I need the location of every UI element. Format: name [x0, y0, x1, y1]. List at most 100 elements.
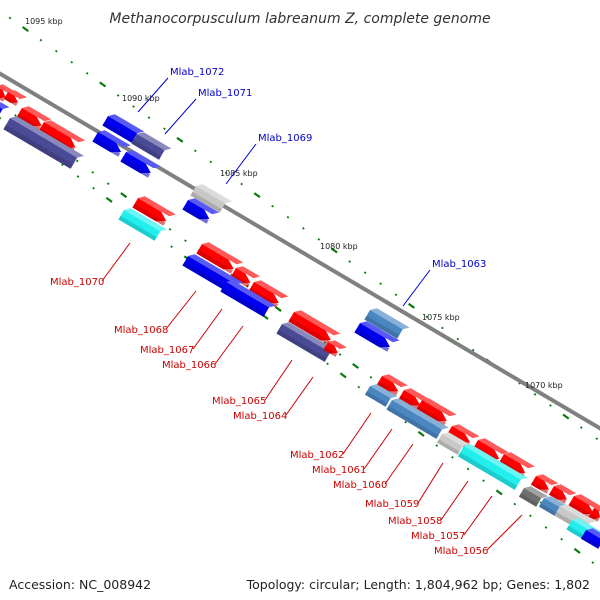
major-tick [274, 306, 282, 312]
gene-top-face [188, 254, 244, 285]
gene-feature [518, 486, 549, 507]
gene-top-face [0, 84, 15, 94]
gene-top-face [8, 90, 27, 100]
gene-shadow [3, 96, 18, 106]
minor-tick [92, 186, 95, 190]
gene-top-face [124, 208, 168, 232]
gene-label-top[interactable]: Mlab_1071 [198, 88, 252, 99]
genome-backbone [0, 71, 600, 431]
gene-label-bottom[interactable]: Mlab_1056 [434, 546, 488, 557]
gene-top-face [370, 308, 410, 330]
gene-top-face [22, 106, 52, 122]
minor-tick [91, 171, 95, 174]
gene-shadow [354, 328, 390, 352]
gene-top-face [254, 280, 289, 299]
gene-shadow [518, 493, 539, 507]
minor-tick [471, 348, 475, 352]
gene-label-bottom[interactable]: Mlab_1059 [365, 499, 419, 510]
gene-shadow [323, 346, 338, 357]
gene-top-face [10, 116, 85, 158]
gene-feature [118, 208, 168, 241]
minor-tick [76, 175, 80, 178]
label-leader-line [342, 412, 372, 455]
gene-shadow [102, 121, 134, 143]
gene-top-face [328, 340, 347, 350]
gene-shadow [196, 249, 234, 274]
gene-feature [3, 116, 85, 169]
minor-tick [168, 227, 172, 231]
minor-tick [549, 404, 552, 407]
gene-label-bottom[interactable]: Mlab_1070 [50, 277, 104, 288]
gene-feature [354, 321, 400, 352]
major-tick [105, 196, 113, 203]
gene-feature [190, 184, 233, 213]
gene-shadow [457, 452, 518, 490]
minor-tick [147, 116, 151, 119]
gene-shadow [230, 273, 250, 288]
minor-tick [75, 159, 79, 163]
gene-label-bottom[interactable]: Mlab_1064 [233, 411, 287, 422]
gene-top-face [594, 506, 600, 514]
gene-front-face [568, 496, 594, 515]
minor-tick [363, 271, 367, 274]
gene-feature [580, 528, 600, 549]
gene-feature [548, 484, 577, 504]
gene-label-bottom[interactable]: Mlab_1057 [411, 531, 465, 542]
gene-feature [132, 196, 176, 226]
gene-shadow [580, 535, 600, 549]
gene-label-bottom[interactable]: Mlab_1058 [388, 516, 442, 527]
label-leader-line [402, 269, 431, 307]
gene-feature [538, 496, 567, 516]
gene-top-face [360, 321, 400, 343]
gene-label-top[interactable]: Mlab_1072 [170, 67, 224, 78]
label-leader-line [192, 308, 223, 350]
gene-shadow [182, 205, 209, 224]
gene-feature [92, 130, 131, 157]
gene-feature [364, 308, 410, 339]
minor-tick [369, 375, 373, 379]
label-leader-line [264, 359, 293, 401]
gene-label-bottom[interactable]: Mlab_1062 [290, 450, 344, 461]
gene-front-face [132, 198, 167, 222]
gene-top-face [536, 474, 559, 486]
gene-front-face [196, 244, 234, 270]
minor-tick [317, 238, 321, 241]
gene-front-face [0, 86, 6, 99]
minor-tick [224, 171, 228, 175]
gene-shadow [364, 391, 388, 407]
gene-label-bottom[interactable]: Mlab_1067 [140, 345, 194, 356]
scale-label: 1080 kbp [320, 242, 358, 251]
label-leader-line [384, 443, 414, 485]
gene-shadow [386, 405, 439, 439]
minor-tick [0, 116, 2, 120]
minor-tick [560, 537, 563, 541]
gene-front-face [92, 132, 122, 153]
gene-shadow [398, 395, 420, 410]
minor-tick [61, 163, 64, 167]
gene-top-face [196, 184, 233, 204]
label-leader-line [463, 495, 493, 536]
gene-label-bottom[interactable]: Mlab_1066 [162, 360, 216, 371]
gene-label-bottom[interactable]: Mlab_1068 [114, 325, 168, 336]
gene-shadow [436, 439, 460, 455]
gene-label-top[interactable]: Mlab_1069 [258, 133, 312, 144]
minor-tick [184, 239, 187, 242]
gene-shadow [131, 139, 162, 160]
gene-label-bottom[interactable]: Mlab_1060 [333, 480, 387, 491]
gene-top-face [452, 424, 480, 439]
minor-tick [379, 282, 382, 286]
gene-label-top[interactable]: Mlab_1063 [432, 259, 486, 270]
gene-top-face [404, 388, 430, 402]
minor-tick [425, 315, 429, 319]
gene-front-face [248, 282, 279, 304]
major-tick [562, 413, 570, 420]
gene-top-face [44, 120, 86, 143]
gene-shadow [3, 124, 74, 169]
gene-label-bottom[interactable]: Mlab_1061 [312, 465, 366, 476]
gene-front-face [37, 122, 76, 149]
minor-tick [435, 444, 439, 447]
gene-label-bottom[interactable]: Mlab_1065 [212, 396, 266, 407]
